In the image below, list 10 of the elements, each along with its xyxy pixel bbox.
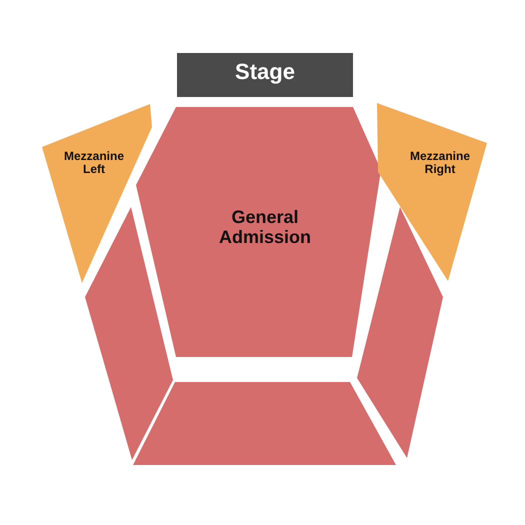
section-label: Mezzanine Left: [62, 150, 125, 176]
section-label: General Admission: [218, 208, 312, 248]
seating-section: [357, 207, 443, 458]
stage-block: [177, 53, 353, 97]
seating-section: [133, 382, 396, 465]
seating-section: [377, 103, 487, 281]
stage-label: Stage: [234, 60, 296, 84]
section-label: Mezzanine Right: [408, 150, 471, 176]
seating-section: [85, 207, 173, 460]
seating-section: [42, 104, 152, 283]
